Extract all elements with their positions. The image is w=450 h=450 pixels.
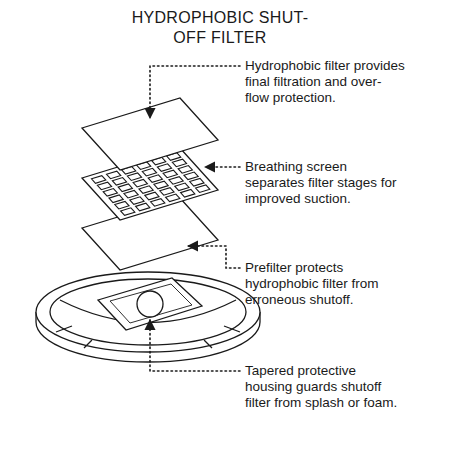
screen-cell: [112, 178, 126, 186]
screen-cell: [145, 192, 159, 200]
screen-cell: [121, 208, 135, 216]
screen-cell: [139, 186, 153, 194]
screen-cell: [136, 203, 150, 211]
screen-cell: [181, 189, 195, 197]
screen-cell: [178, 166, 192, 174]
screen-cell: [154, 181, 168, 189]
callout-text: Hydrophobic filter provides final filtra…: [245, 58, 405, 106]
screen-cell: [169, 177, 183, 185]
screen-cell: [163, 170, 177, 178]
screen-cell: [175, 183, 189, 191]
callout-text: Tapered protective housing guards shutof…: [245, 363, 405, 411]
screen-cell: [118, 184, 132, 192]
screen-cell: [130, 197, 144, 205]
screen-cell: [124, 190, 138, 198]
screen-cell: [133, 179, 147, 187]
leader-lines: [150, 66, 240, 371]
screen-cell: [151, 199, 165, 207]
diagram-title: HYDROPHOBIC SHUT-OFF FILTER: [125, 8, 315, 48]
screen-cell: [190, 178, 204, 186]
screen-cell: [107, 171, 121, 179]
screen-cell: [109, 195, 123, 203]
housing: [36, 272, 260, 362]
screen-cell: [127, 173, 141, 181]
screen-cell: [160, 188, 174, 196]
screen-cell: [97, 182, 111, 190]
callout-text: Prefilter protects hydrophobic filter fr…: [245, 260, 405, 308]
screen-cell: [142, 168, 156, 176]
screen-cell: [166, 194, 180, 202]
screen-cell: [184, 172, 198, 180]
screen-cell: [157, 164, 171, 172]
screen-cell: [92, 176, 106, 184]
screen-cell: [172, 159, 186, 167]
screen-cell: [115, 201, 129, 209]
screen-cell: [103, 189, 117, 197]
callout-text: Breathing screen separates filter stages…: [245, 159, 405, 207]
screen-cell: [196, 185, 210, 193]
screen-cell: [148, 175, 162, 183]
